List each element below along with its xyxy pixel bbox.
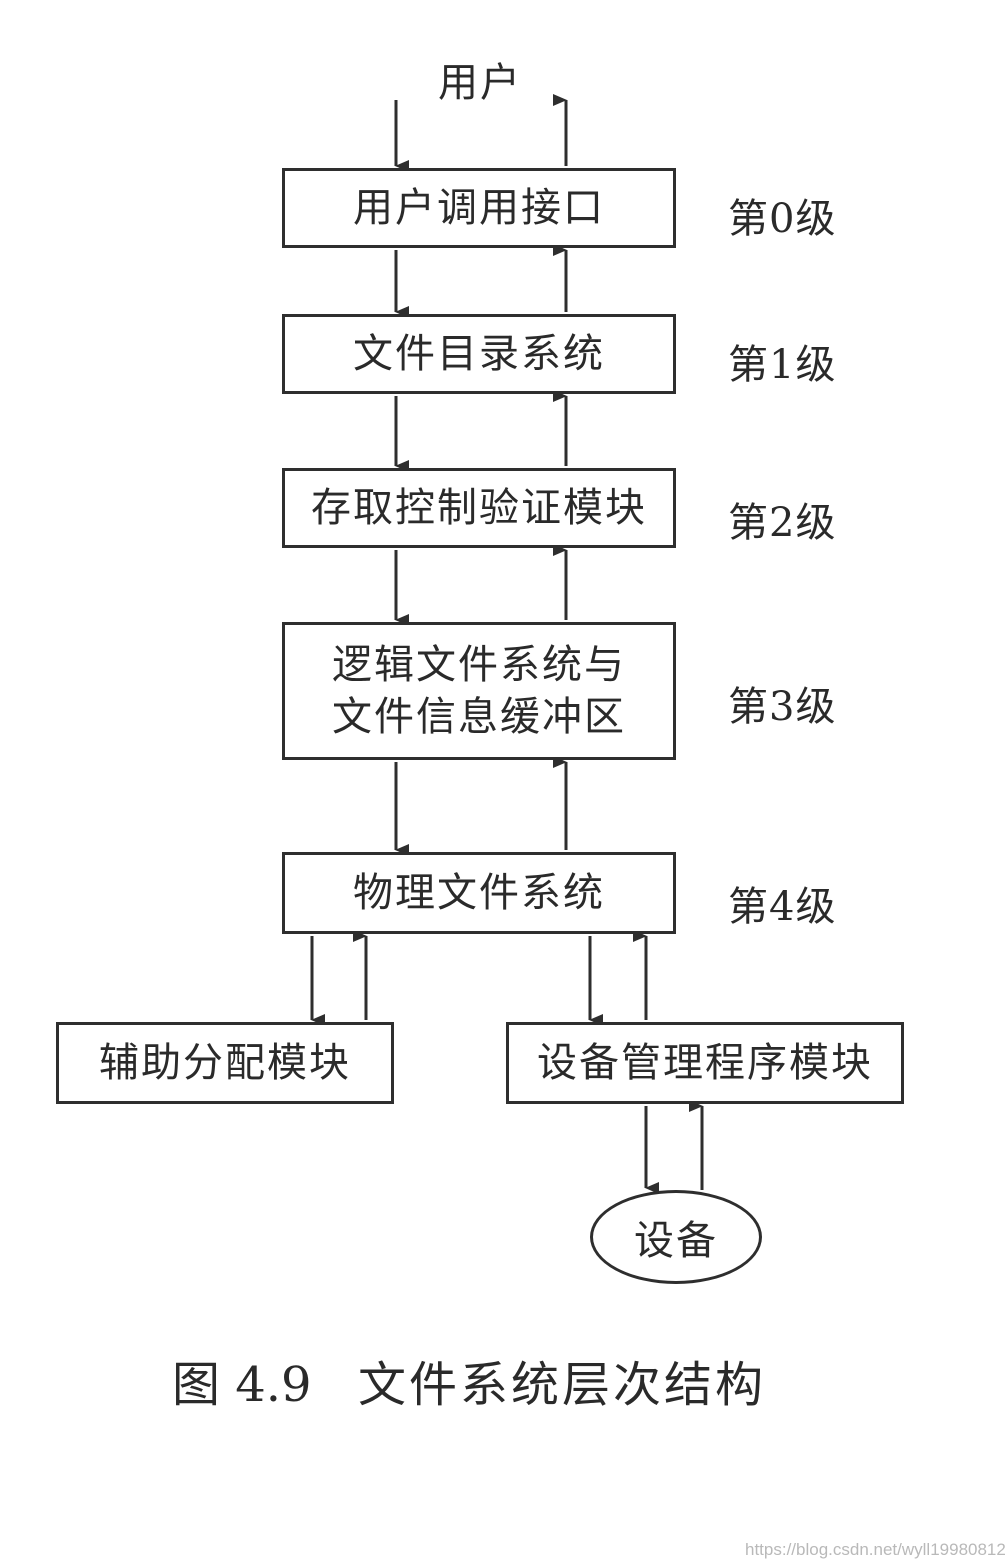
level-3-label: 第3级 <box>728 684 837 730</box>
device-ellipse: 设备 <box>590 1190 762 1284</box>
auxiliary-allocation-module-box: 辅助分配模块 <box>56 1022 394 1104</box>
level-0-box: 用户调用接口 <box>282 168 676 248</box>
level-1-box: 文件目录系统 <box>282 314 676 394</box>
level-0-label: 第0级 <box>728 196 837 242</box>
level-3-box-line-2: 文件信息缓冲区 <box>332 694 626 740</box>
level-4-box: 物理文件系统 <box>282 852 676 934</box>
level-4-label: 第4级 <box>728 884 837 930</box>
device-driver-module-box: 设备管理程序模块 <box>506 1022 904 1104</box>
level-3-box-line-1: 逻辑文件系统与 <box>332 642 626 688</box>
figure-number: 图 4.9 <box>172 1357 312 1413</box>
figure-title: 文件系统层次结构 <box>358 1357 767 1413</box>
level-1-label: 第1级 <box>728 342 837 388</box>
level-2-label: 第2级 <box>728 500 837 546</box>
level-3-box: 逻辑文件系统与 文件信息缓冲区 <box>282 622 676 760</box>
user-label: 用户 <box>438 60 522 106</box>
level-2-box: 存取控制验证模块 <box>282 468 676 548</box>
watermark: https://blog.csdn.net/wyll19980812 <box>745 1540 1006 1559</box>
